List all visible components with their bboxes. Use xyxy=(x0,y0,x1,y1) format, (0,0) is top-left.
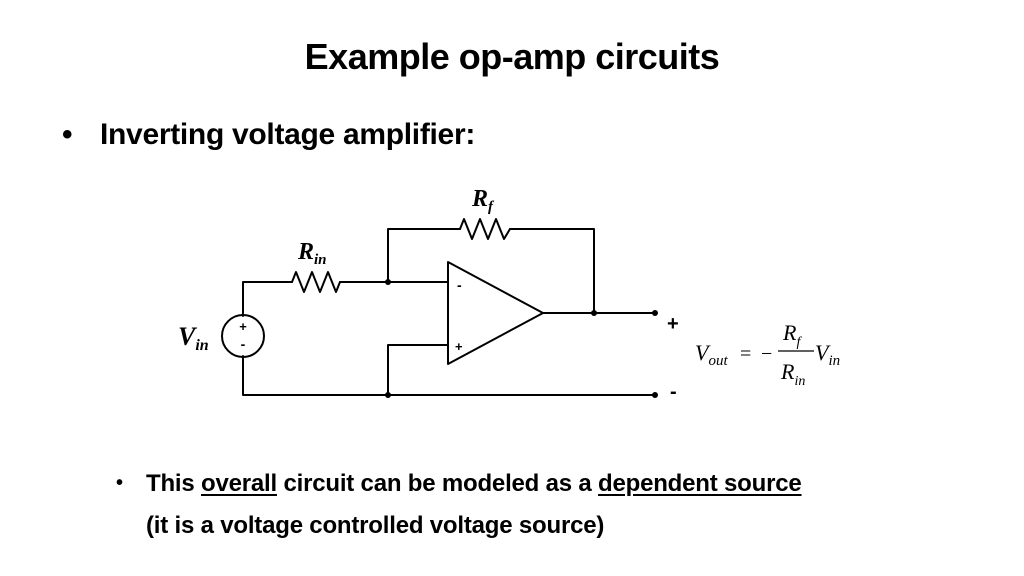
wire-feedback-left xyxy=(387,228,461,283)
opamp-plus-label: + xyxy=(455,339,463,354)
output-minus-label: - xyxy=(670,381,677,403)
opamp-triangle xyxy=(447,261,544,365)
source-plus-label: + xyxy=(239,319,247,334)
main-bullet-text: Inverting voltage amplifier: xyxy=(100,118,476,151)
wire-source-top xyxy=(242,281,293,317)
junction-dot xyxy=(385,279,391,285)
sub-bullet: • This overall circuit can be modeled as … xyxy=(116,462,802,547)
equation-equals: = xyxy=(740,343,751,365)
sub-bullet-text-2: circuit can be modeled as a xyxy=(277,470,598,497)
sub-bullet-line-2: (it is a voltage controlled voltage sour… xyxy=(146,512,605,539)
equation-numerator: Rf xyxy=(782,320,802,350)
junction-dot xyxy=(385,392,391,398)
bullet-dot: • xyxy=(116,472,123,494)
equation-lhs: Vout xyxy=(695,340,728,369)
equation-rhs: Vin xyxy=(815,340,840,369)
gain-equation: Vout = − Rf Rin Vin xyxy=(695,320,840,389)
equation-denominator: Rin xyxy=(780,359,805,389)
main-bullet: • Inverting voltage amplifier: xyxy=(62,118,475,152)
wire-feedback-right xyxy=(509,228,595,314)
equation-minus: − xyxy=(761,343,772,365)
rf-label: Rf xyxy=(471,186,495,215)
output-plus-label: + xyxy=(667,313,679,335)
resistor-rf xyxy=(459,218,511,240)
sub-bullet-text-1: This xyxy=(146,470,202,497)
wire-noninv xyxy=(387,344,449,396)
slide-title: Example op-amp circuits xyxy=(304,36,720,77)
junction-dot xyxy=(591,310,597,316)
bullet-dot: • xyxy=(62,118,73,151)
voltage-source-icon xyxy=(221,314,265,358)
vin-label: Vin xyxy=(178,322,209,354)
terminal-dot xyxy=(652,310,658,316)
rin-label: Rin xyxy=(297,239,327,268)
resistor-rin xyxy=(291,271,341,293)
terminal-dot xyxy=(652,392,658,398)
underlined-overall: overall xyxy=(201,470,277,497)
wire-bottom xyxy=(242,355,656,396)
opamp-minus-label: - xyxy=(457,277,462,293)
underlined-dependent-source: dependent source xyxy=(598,470,802,497)
source-minus-label: - xyxy=(241,336,246,352)
